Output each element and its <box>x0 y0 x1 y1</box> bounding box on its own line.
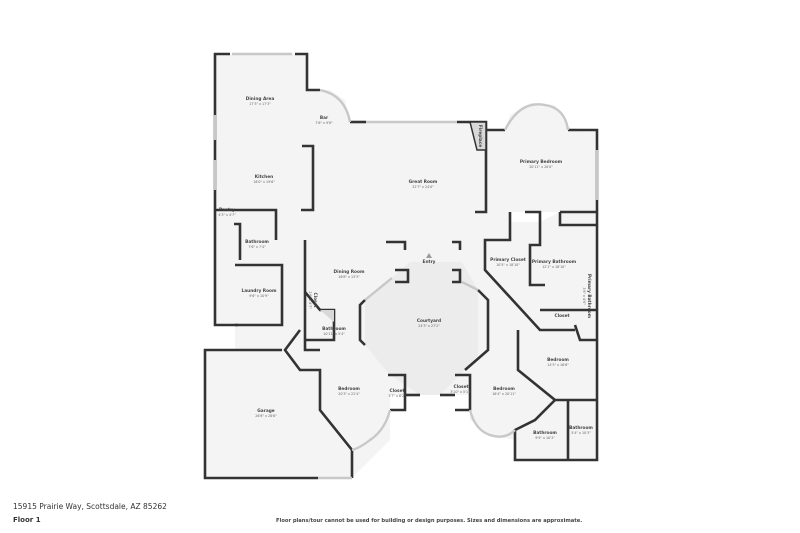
room-name: Bathroom <box>322 326 346 332</box>
room-name: Primary Bathroom <box>532 259 577 265</box>
fireplace <box>469 121 487 151</box>
room-dimensions: 17'3" x 17'3" <box>249 102 271 106</box>
room-dimensions: 3'7" x 6'2" <box>388 394 406 398</box>
room-dimensions: 4'3" x 4'7" <box>218 213 236 217</box>
room-dimensions: 12'1" x 18'10" <box>542 265 566 269</box>
room-name: Bar <box>320 115 329 121</box>
room-dimensions: 3'6" x 4'6" <box>582 287 586 305</box>
room-name: Closet <box>554 313 569 319</box>
room-label: Entry <box>423 259 436 265</box>
room-dimensions: 20'11" x 20'0" <box>529 165 553 169</box>
room-dimensions: 16'8" x 13'3" <box>338 275 360 279</box>
room-dimensions: 16'4" x 20'11" <box>492 392 516 396</box>
room-dimensions: 2'6" x 4'7" <box>308 291 312 309</box>
room-name: Primary Bedroom <box>520 159 563 165</box>
room-name: Pantry <box>219 207 235 213</box>
room-name: Primary Closet <box>490 257 526 263</box>
room-name: Bathroom <box>569 425 593 431</box>
room-name: Courtyard <box>417 318 441 324</box>
room-name: Fireplace <box>477 125 483 147</box>
room-name: Bathroom <box>533 430 557 436</box>
disclaimer: Floor plans/tour cannot be used for buil… <box>276 518 583 524</box>
dining-closet-hatch <box>320 310 334 322</box>
room-dimensions: 32'7" x 24'0" <box>412 185 434 189</box>
address: 15915 Prairie Way, Scottsdale, AZ 85262 <box>13 502 167 511</box>
room-name: Closet <box>312 292 318 307</box>
room-dimensions: 20'3" x 22'4" <box>338 392 360 396</box>
room-name: Bedroom <box>338 386 360 392</box>
room-name: Bathroom <box>245 239 269 245</box>
floor-label: Floor 1 <box>13 516 41 524</box>
room-label: Closet <box>554 313 569 319</box>
entry-arrow-icon <box>426 253 432 258</box>
courtyard-floor <box>365 262 478 395</box>
room-dimensions: 9'6" x 10'9" <box>249 294 269 298</box>
room-dimensions: 5'4" x 10'3" <box>571 431 591 435</box>
room-name: Garage <box>257 408 275 414</box>
room-dimensions: 14'3" x 16'6" <box>547 363 569 367</box>
room-dimensions: 3'10" x 5'11" <box>450 390 472 394</box>
room-name: Primary Bathroom <box>586 274 592 319</box>
room-dimensions: 7'6" x 7'4" <box>248 245 266 249</box>
room-name: Closet <box>453 384 468 390</box>
room-dimensions: 9'9" x 10'3" <box>535 436 555 440</box>
room-dimensions: 26'8" x 28'6" <box>255 414 277 418</box>
room-name: Dining Room <box>334 269 365 275</box>
room-dimensions: 24'3" x 27'2" <box>418 324 440 328</box>
room-name: Kitchen <box>255 174 273 180</box>
room-dimensions: 10'11" x 5'4" <box>323 332 345 336</box>
room-dimensions: 7'6" x 9'8" <box>315 121 333 125</box>
room-label: Fireplace <box>477 125 483 147</box>
windows <box>213 52 599 480</box>
room-name: Entry <box>423 259 436 265</box>
room-name: Bedroom <box>493 386 515 392</box>
room-name: Closet <box>389 388 404 394</box>
room-name: Bedroom <box>547 357 569 363</box>
room-name: Dining Area <box>246 96 275 102</box>
room-dimensions: 16'0" x 19'6" <box>253 180 275 184</box>
room-name: Laundry Room <box>242 288 277 294</box>
room-name: Great Room <box>409 179 438 185</box>
room-dimensions: 10'5" x 18'10" <box>496 263 520 267</box>
